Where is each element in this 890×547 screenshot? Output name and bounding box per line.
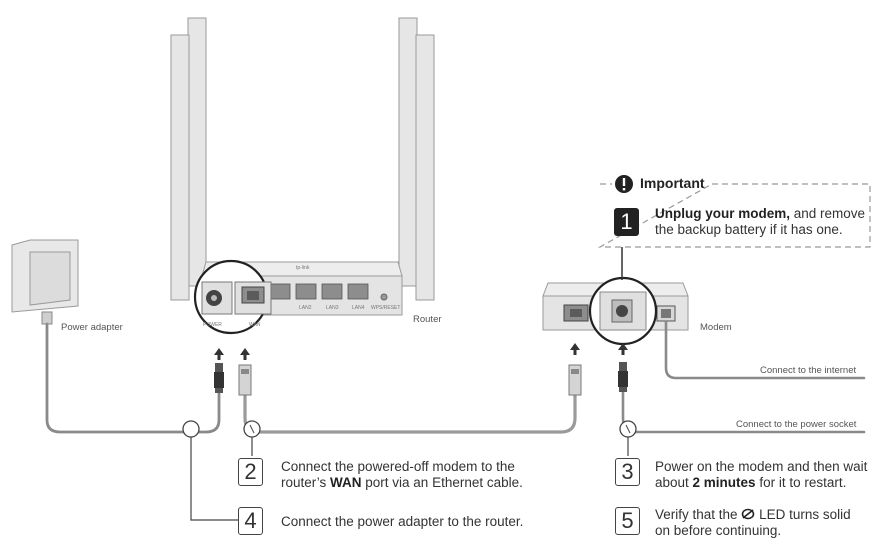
- step-3-minutes: 2 minutes: [692, 475, 756, 490]
- step-5-line1-post: LED turns solid: [755, 507, 851, 522]
- step-1-text: Unplug your modem, and remove the backup…: [655, 206, 865, 238]
- internet-led-icon: [742, 508, 755, 520]
- step-4-number: 4: [238, 507, 263, 535]
- step-3-text: Power on the modem and then wait about 2…: [655, 459, 867, 491]
- step-2-wan: WAN: [330, 475, 362, 490]
- ethernet-plug-modem: [568, 343, 582, 396]
- router-label: Router: [413, 314, 442, 325]
- connect-power-socket-label: Connect to the power socket: [736, 419, 857, 430]
- power-plug-router: [214, 348, 224, 393]
- port-label-lan3: LAN3: [326, 305, 339, 311]
- port-label-lan4: LAN4: [352, 305, 365, 311]
- power-adapter-label: Power adapter: [61, 322, 123, 333]
- step-1-number: 1: [614, 208, 639, 236]
- step-1-line1-rest: and remove: [790, 206, 866, 221]
- step-3-number: 3: [615, 458, 640, 486]
- step-2-line1: Connect the powered-off modem to the: [281, 459, 515, 474]
- step-2-line2-post: port via an Ethernet cable.: [361, 475, 523, 490]
- brand-mark: tp-link: [296, 265, 310, 271]
- step-1-line2: the backup battery if it has one.: [655, 222, 843, 237]
- step-3-line2-post: for it to restart.: [755, 475, 847, 490]
- power-adapter-graphic: [11, 239, 79, 325]
- power-plug-modem: [618, 343, 628, 392]
- step-5-text: Verify that the LED turns solid on befor…: [655, 507, 851, 539]
- step-2-line2-pre: router’s: [281, 475, 331, 490]
- port-label-power: POWER: [203, 322, 222, 328]
- step-3-line2-pre: about: [655, 475, 693, 490]
- router-zoom-circle: [193, 259, 272, 335]
- step-2-number: 2: [238, 458, 263, 486]
- step-2-text: Connect the powered-off modem to the rou…: [281, 459, 523, 491]
- callout-adapter-cable: [182, 420, 200, 438]
- port-label-wan: WAN: [249, 322, 261, 328]
- port-label-wps-reset: WPS/RESET: [371, 305, 401, 311]
- step-4-text: Connect the power adapter to the router.: [281, 514, 524, 529]
- important-title: Important: [640, 175, 705, 191]
- step-5-line1-pre: Verify that the: [655, 507, 742, 522]
- ethernet-plug-router: [238, 348, 252, 396]
- router-antennas: [170, 17, 435, 301]
- modem-zoom-circle: [588, 276, 658, 346]
- step-1-bold: Unplug your modem,: [655, 206, 790, 221]
- connect-internet-label: Connect to the internet: [760, 365, 857, 376]
- port-label-lan2: LAN2: [299, 305, 312, 311]
- step-5-line2: on before continuing.: [655, 523, 782, 538]
- step-3-line1: Power on the modem and then wait: [655, 459, 868, 474]
- step-5-number: 5: [615, 507, 640, 535]
- modem-label: Modem: [700, 322, 732, 333]
